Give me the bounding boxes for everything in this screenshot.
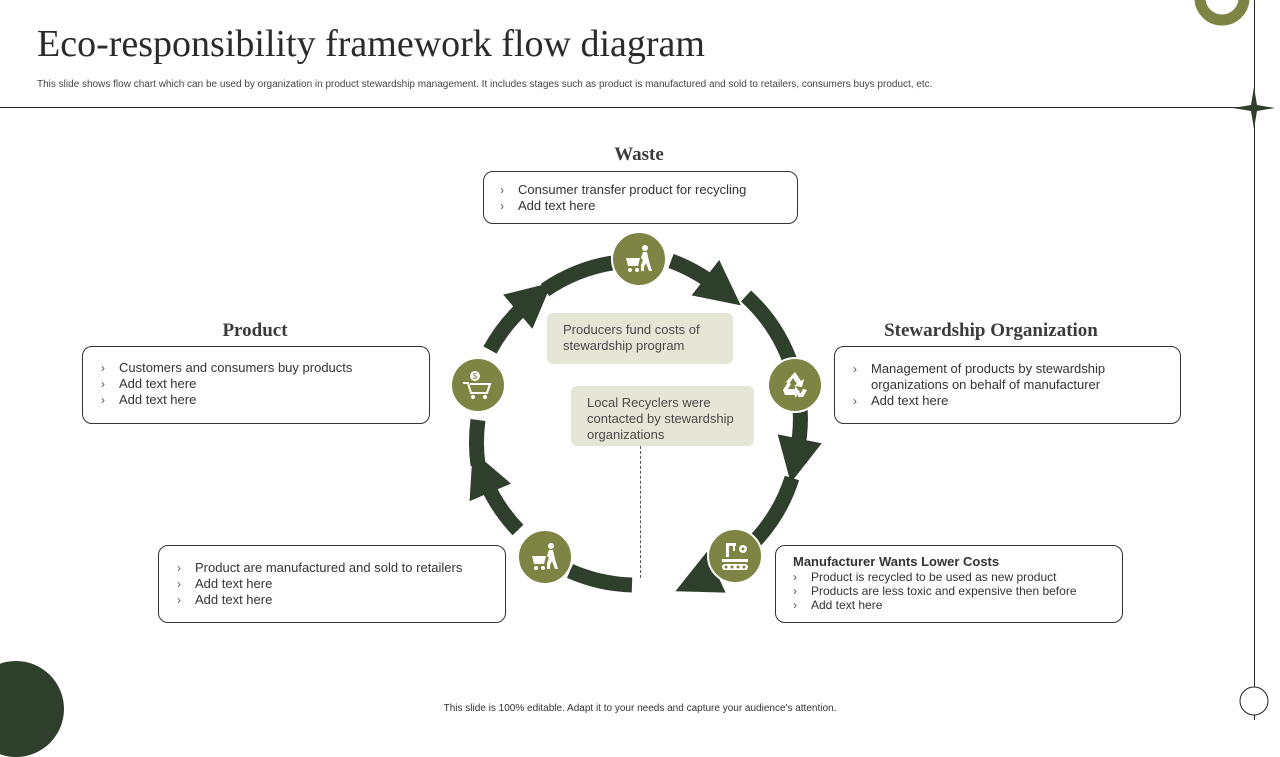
list-item: Add text here bbox=[853, 393, 1164, 409]
product-box: Customers and consumers buy products Add… bbox=[82, 346, 430, 424]
vertical-divider bbox=[1254, 0, 1255, 720]
product-heading: Product bbox=[222, 320, 288, 341]
list-item: Add text here bbox=[793, 598, 1105, 612]
list-item: Add text here bbox=[177, 576, 487, 592]
decorative-ring-top bbox=[1194, 0, 1250, 26]
center-note-recyclers: Local Recyclers were contacted by stewar… bbox=[571, 386, 754, 446]
waste-box: Consumer transfer product for recycling … bbox=[483, 171, 798, 224]
stewardship-heading: Stewardship Organization bbox=[884, 320, 1098, 341]
list-item: Consumer transfer product for recycling bbox=[500, 182, 781, 198]
list-item: Add text here bbox=[500, 198, 781, 214]
stewardship-box: Management of products by stewardship or… bbox=[834, 346, 1181, 424]
person-pushing-cart-icon bbox=[611, 231, 667, 287]
list-item: Products are less toxic and expensive th… bbox=[793, 584, 1105, 598]
list-item: Management of products by stewardship or… bbox=[853, 361, 1111, 393]
list-item: Add text here bbox=[177, 592, 487, 608]
svg-text:$: $ bbox=[473, 372, 478, 381]
list-item: Add text here bbox=[101, 376, 411, 392]
footer-note: This slide is 100% editable. Adapt it to… bbox=[443, 703, 837, 714]
manufacturer-title: Manufacturer Wants Lower Costs bbox=[793, 554, 1000, 569]
list-item: Customers and consumers buy products bbox=[101, 360, 411, 376]
shopping-cart-money-icon: $ bbox=[450, 357, 506, 413]
header-divider bbox=[0, 107, 1254, 108]
decorative-ring-bottom bbox=[1239, 686, 1269, 716]
list-item: Add text here bbox=[101, 392, 411, 408]
person-pushing-cart-icon bbox=[517, 529, 573, 585]
page-subtitle: This slide shows flow chart which can be… bbox=[37, 79, 933, 90]
page-title: Eco-responsibility framework flow diagra… bbox=[37, 23, 705, 65]
manufactured-box: Product are manufactured and sold to ret… bbox=[158, 545, 506, 623]
cycle-arrows bbox=[469, 253, 822, 593]
recycle-icon bbox=[767, 357, 823, 413]
waste-heading: Waste bbox=[614, 144, 664, 165]
manufacturer-box: Manufacturer Wants Lower Costs Product i… bbox=[775, 545, 1123, 623]
list-item: Product is recycled to be used as new pr… bbox=[793, 570, 1105, 584]
factory-conveyor-icon bbox=[707, 528, 763, 584]
decorative-star-icon bbox=[1233, 87, 1275, 129]
list-item: Product are manufactured and sold to ret… bbox=[177, 560, 487, 576]
center-dashed-line bbox=[640, 446, 641, 578]
center-note-funding: Producers fund costs of stewardship prog… bbox=[547, 313, 733, 364]
